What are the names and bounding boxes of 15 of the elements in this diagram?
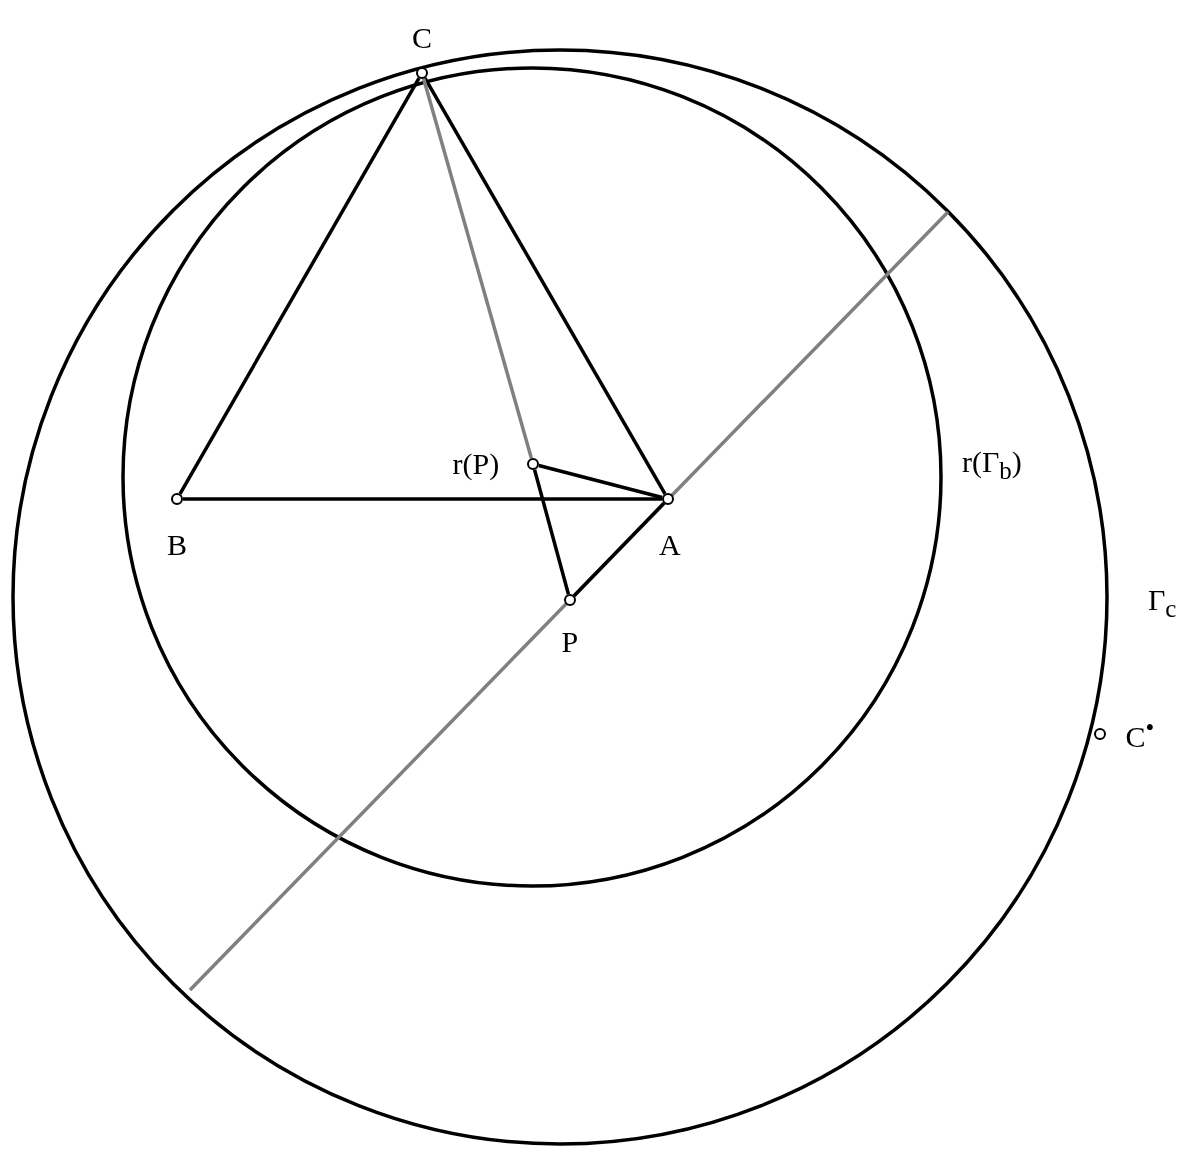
point-label: B bbox=[167, 528, 187, 562]
point-label: C bbox=[412, 21, 432, 55]
line-segment bbox=[183, 497, 662, 501]
line-segment bbox=[532, 469, 571, 595]
line-segment bbox=[572, 502, 666, 597]
circle-label: Γ$_{c}$ bbox=[1148, 582, 1177, 624]
line-segment bbox=[423, 77, 667, 495]
circle-label: r(Γ$_{b}$) bbox=[962, 444, 1022, 486]
line-segment bbox=[421, 78, 534, 459]
line-segment bbox=[538, 463, 663, 500]
point-label: r(P) bbox=[452, 447, 500, 481]
point-label: C$^{•}$ bbox=[1125, 712, 1155, 754]
line-segment bbox=[178, 77, 421, 495]
point-label: A bbox=[659, 528, 681, 562]
point-label: P bbox=[561, 625, 579, 659]
